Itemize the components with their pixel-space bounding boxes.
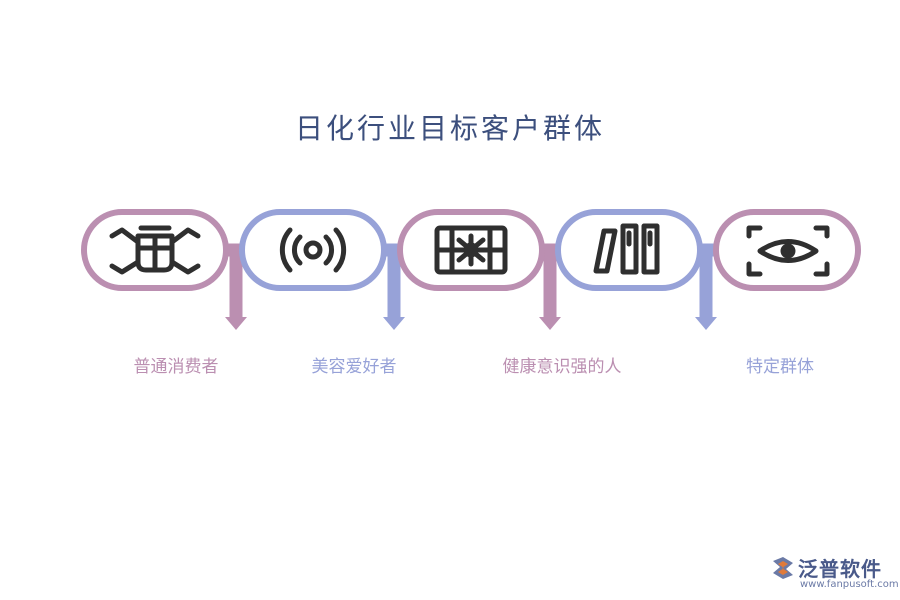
page-title: 日化行业目标客户群体 [294,112,605,145]
label-health-conscious: 健康意识强的人 [502,357,622,377]
fanpu-logo: 泛普软件 www.fanpusoft.com [770,553,899,593]
label-specific-groups: 特定群体 [746,357,814,377]
books-icon [593,223,660,275]
label-regular-consumers: 普通消费者 [133,357,219,377]
fanpu-logo-icon [773,557,793,579]
logo-name: 泛普软件 [798,557,882,581]
label-beauty-enthusiasts: 美容爱好者 [311,357,397,377]
eye-scan-icon [746,225,830,277]
bug-icon [109,225,201,275]
node-2-frame [239,209,387,291]
logo-url: www.fanpusoft.com [800,579,899,590]
gift-box-icon [434,225,508,275]
node-4-frame [555,209,703,291]
broadcast-icon [279,227,347,273]
